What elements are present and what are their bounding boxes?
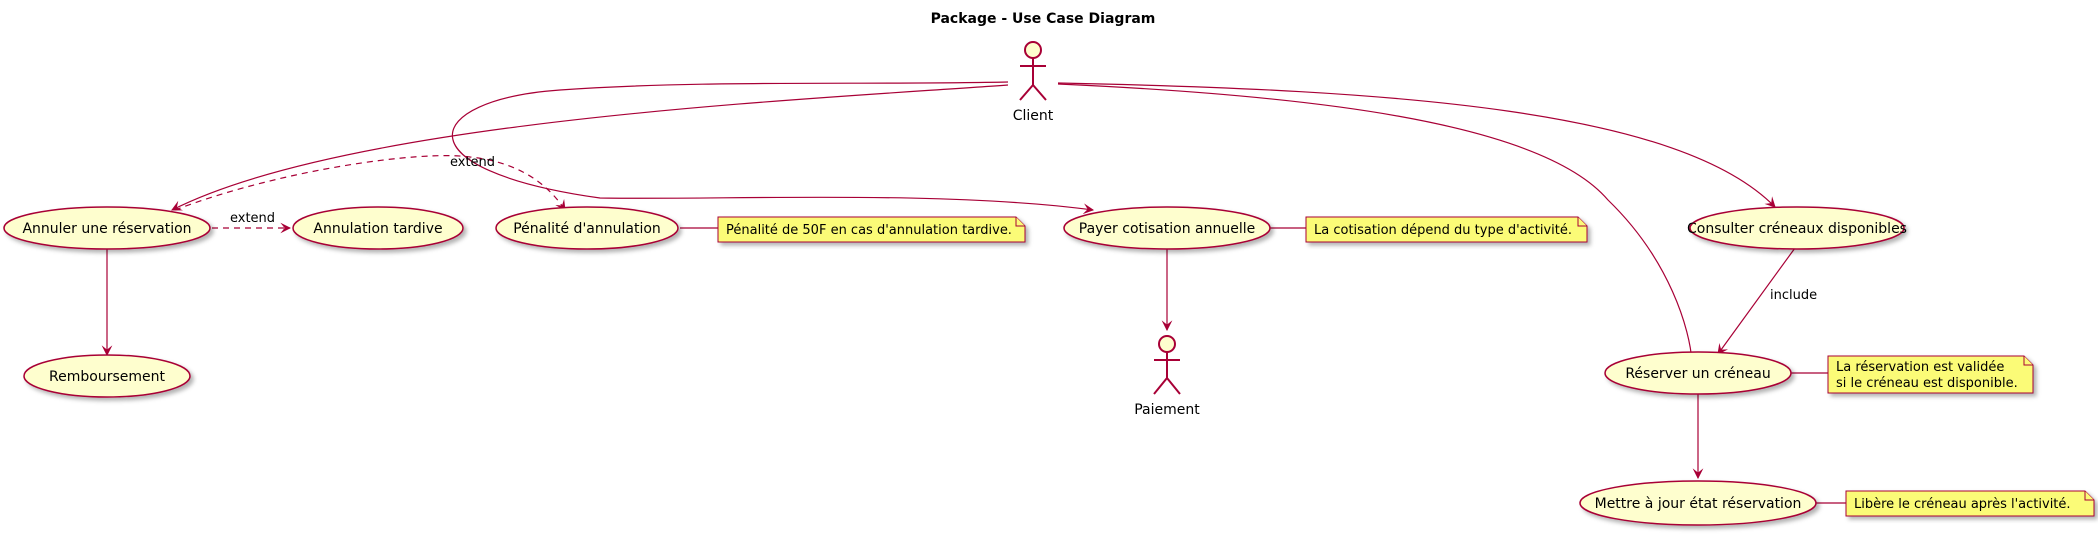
use-case-annulation-tardive-label: Annulation tardive	[313, 221, 442, 237]
use-case-annuler: Annuler une réservation	[3, 206, 211, 250]
use-case-payer: Payer cotisation annuelle	[1063, 206, 1271, 250]
actor-client-label: Client	[1013, 108, 1054, 124]
actor-paiement: Paiement	[1134, 335, 1200, 418]
actor-client: Client	[1013, 41, 1054, 124]
use-case-penalite: Pénalité d'annulation	[495, 206, 679, 250]
use-case-payer-label: Payer cotisation annuelle	[1079, 221, 1255, 237]
edge-client-payer	[451, 81, 1095, 215]
use-case-annuler-label: Annuler une réservation	[22, 221, 191, 237]
use-case-reserver: Réserver un créneau	[1604, 351, 1792, 395]
edge-client-reserver	[1057, 83, 1697, 364]
note-mettre-a-jour: Libère le créneau après l'activité.	[1845, 490, 2095, 517]
use-case-mettre-a-jour-label: Mettre à jour état réservation	[1595, 496, 1802, 512]
use-case-remboursement: Remboursement	[23, 354, 191, 398]
note-payer: La cotisation dépend du type d'activité.	[1305, 216, 1588, 243]
label-extend-top: extend	[450, 155, 495, 170]
edge-client-consulter	[1057, 82, 1776, 208]
use-case-remboursement-label: Remboursement	[49, 369, 165, 385]
edge-annuler-penalite-extend	[174, 155, 566, 211]
edge-consulter-reserver-include	[1717, 247, 1796, 355]
label-include: include	[1770, 288, 1817, 303]
actor-paiement-label: Paiement	[1134, 402, 1200, 418]
edges	[101, 81, 1848, 504]
note-reserver-line1: La réservation est validée	[1836, 360, 2004, 375]
use-case-annulation-tardive: Annulation tardive	[292, 206, 464, 250]
label-extend-mid: extend	[230, 211, 275, 226]
note-penalite: Pénalité de 50F en cas d'annulation tard…	[717, 216, 1026, 243]
note-reserver-line2: si le créneau est disponible.	[1836, 376, 2018, 391]
edge-client-annuler	[171, 84, 1009, 211]
note-penalite-text: Pénalité de 50F en cas d'annulation tard…	[726, 223, 1012, 238]
note-reserver: La réservation est validée si le créneau…	[1827, 355, 2034, 394]
use-case-reserver-label: Réserver un créneau	[1625, 366, 1770, 382]
diagram-title: Package - Use Case Diagram	[931, 11, 1156, 27]
note-mettre-a-jour-text: Libère le créneau après l'activité.	[1854, 497, 2071, 512]
use-case-mettre-a-jour: Mettre à jour état réservation	[1579, 480, 1817, 526]
use-case-consulter-label: Consulter créneaux disponibles	[1687, 221, 1907, 237]
use-case-consulter: Consulter créneaux disponibles	[1687, 206, 1907, 250]
note-payer-text: La cotisation dépend du type d'activité.	[1314, 223, 1572, 238]
use-case-penalite-label: Pénalité d'annulation	[513, 221, 661, 237]
